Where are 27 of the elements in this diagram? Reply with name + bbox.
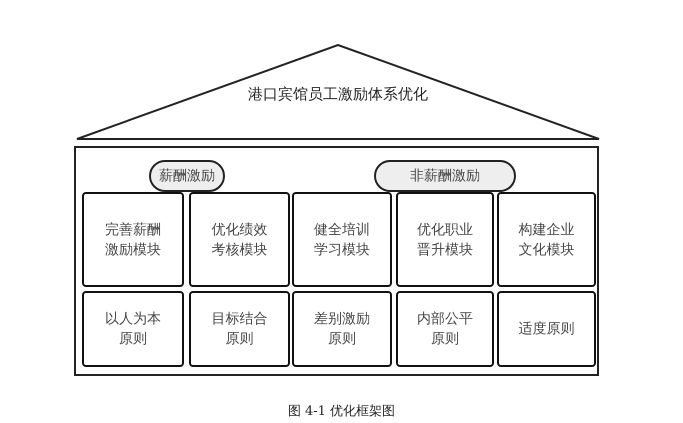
house-body-frame: [74, 146, 599, 376]
node-label: 以人为本原则: [104, 310, 162, 349]
roof-title: 港口宾馆员工激励体系优化: [247, 84, 429, 104]
module-box: [396, 192, 494, 287]
module-box: [497, 291, 596, 367]
module-box: [497, 192, 596, 287]
node-label: 适度原则: [518, 320, 576, 339]
module-box: [82, 192, 184, 287]
category-pill: [149, 160, 225, 192]
node-label: 内部公平原则: [416, 310, 474, 349]
node-label: 差别激励原则: [313, 310, 371, 349]
module-box: [189, 192, 290, 287]
node-label: 非薪酬激励: [410, 167, 480, 186]
node-label: 完善薪酬激励模块: [104, 220, 162, 260]
node-label: 优化绩效考核模块: [210, 220, 268, 260]
category-pill: [374, 160, 516, 192]
node-label: 目标结合原则: [210, 310, 268, 349]
module-box: [396, 291, 494, 367]
node-label: 健全培训学习模块: [313, 220, 371, 260]
node-label: 优化职业晋升模块: [416, 220, 474, 260]
node-label: 构建企业文化模块: [518, 220, 576, 260]
module-box: [292, 192, 392, 287]
module-box: [82, 291, 184, 367]
module-box: [292, 291, 392, 367]
module-box: [189, 291, 290, 367]
node-label: 薪酬激励: [159, 167, 215, 186]
figure-caption: 图 4-1 优化框架图: [286, 403, 396, 420]
